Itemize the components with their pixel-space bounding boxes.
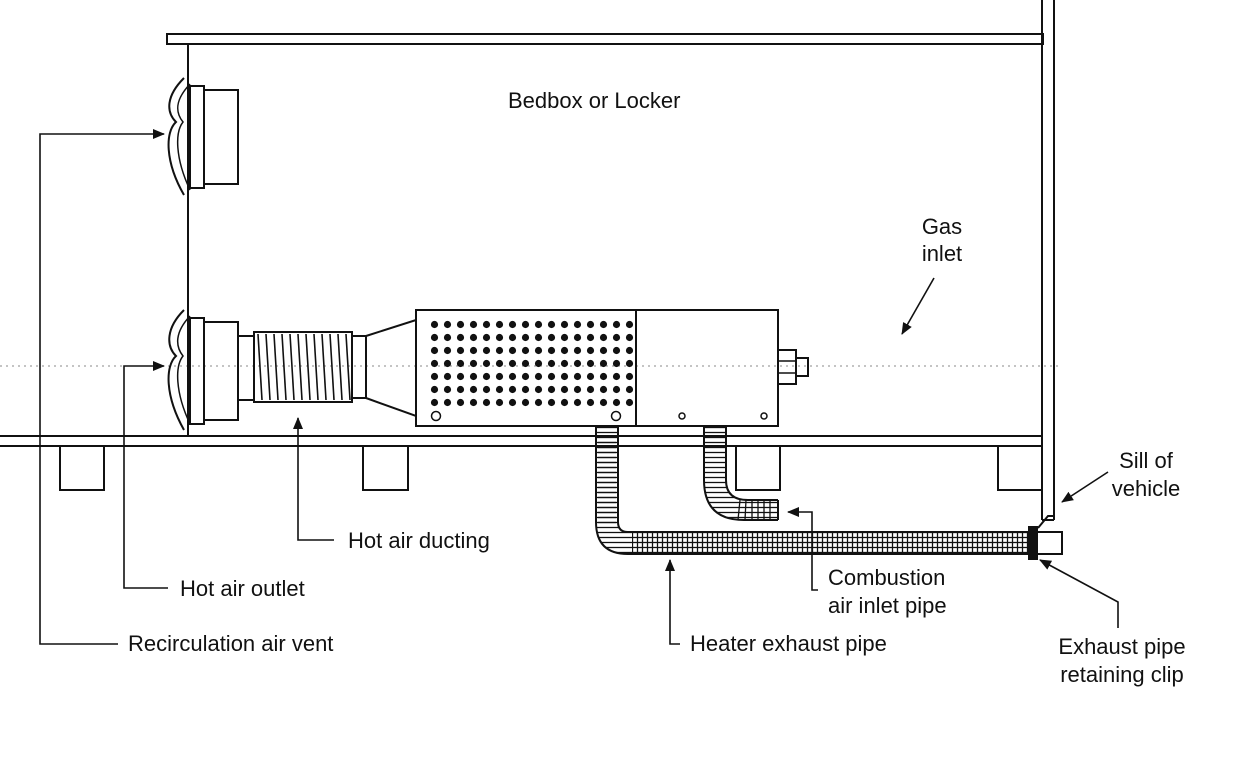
label-retaining-clip-2: retaining clip [1060, 662, 1184, 687]
recirculation-air-vent [167, 77, 239, 196]
bedbox-lid [166, 33, 1044, 45]
label-recirculation-vent: Recirculation air vent [128, 631, 333, 656]
heater-exhaust-leader [665, 559, 680, 645]
label-gas-inlet-2: inlet [922, 241, 962, 266]
floor-support-4 [997, 446, 1042, 491]
sill-leader [1061, 471, 1109, 503]
label-sill-2: vehicle [1112, 476, 1180, 501]
label-combustion-1: Combustion [828, 565, 945, 590]
floor-support-3 [735, 446, 781, 491]
label-hot-air-outlet: Hot air outlet [180, 576, 305, 601]
floor-support-2 [362, 446, 409, 491]
label-hot-air-ducting: Hot air ducting [348, 528, 490, 553]
label-sill-1: Sill of [1119, 448, 1174, 473]
retaining-clip-leader [1039, 559, 1119, 628]
hot-air-ducting [237, 318, 417, 418]
label-heater-exhaust: Heater exhaust pipe [690, 631, 887, 656]
label-retaining-clip-1: Exhaust pipe [1058, 634, 1185, 659]
combustion-inlet-leader [787, 507, 818, 591]
exhaust-pipe-retaining-clip [1028, 515, 1054, 560]
floor-support-1 [59, 446, 105, 491]
hot-air-ducting-leader [293, 417, 334, 541]
label-combustion-2: air inlet pipe [828, 593, 947, 618]
hot-air-outlet [167, 309, 239, 431]
recirculation-vent-leader [39, 129, 165, 645]
label-gas-inlet-1: Gas [922, 214, 962, 239]
combustion-air-inlet-pipe [703, 426, 779, 521]
heater-exhaust-pipe [595, 426, 1063, 555]
gas-inlet-connector [777, 349, 809, 385]
gas-inlet-leader [901, 277, 935, 335]
hot-air-outlet-leader [123, 361, 168, 589]
label-bedbox: Bedbox or Locker [508, 88, 680, 113]
heater-unit [415, 309, 779, 427]
